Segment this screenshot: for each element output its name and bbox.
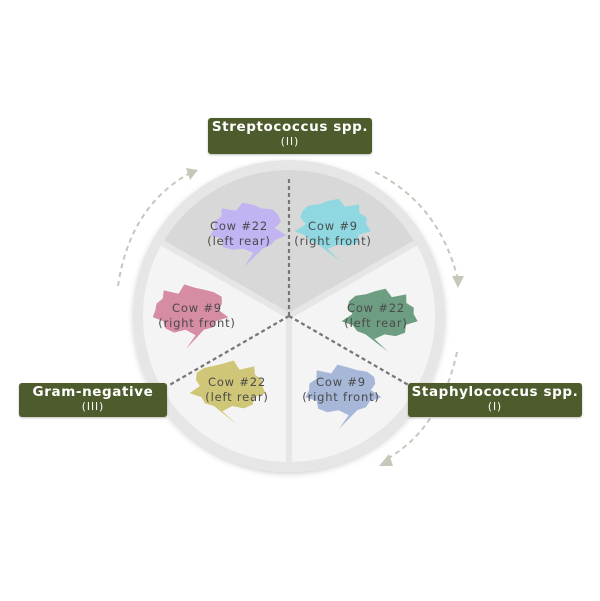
tag-gram-negative-name: Gram-negative [32,384,154,400]
tag-streptococcus-name: Streptococcus spp. [211,119,369,135]
sample-label-cow-staph-a: Cow #22 [347,301,405,315]
group-separator-1 [159,239,291,319]
arrowheads [186,168,464,466]
arrowhead-strep [186,168,198,180]
arrow-gram-to-strep [117,171,193,287]
tissue-sample-gram-a [189,360,266,424]
tissue-sample-strep-b [294,198,371,262]
sample-label-quarter-staph-a: (left rear) [344,316,407,330]
tissue-sample-strep-a [210,202,287,267]
sample-label-cow-gram-a: Cow #22 [208,375,266,389]
cycle-arrows [117,171,459,461]
sample-divider-2 [288,315,411,387]
tag-staphylococcus-name: Staphylococcus spp. [411,384,579,400]
sample-label-quarter-gram-a: (left rear) [205,390,268,404]
tag-streptococcus: Streptococcus spp. (II) [208,118,372,154]
sample-label-quarter-staph-b: (right front) [302,390,379,404]
arrowhead-staph [452,276,464,288]
sample-label-quarter-gram-b: (right front) [158,316,235,330]
sample-label-quarter-strep-a: (left rear) [207,234,270,248]
sample-label-cow-strep-a: Cow #22 [210,219,268,233]
tag-gram-negative: Gram-negative (III) [19,383,167,417]
sample-label-cow-strep-b: Cow #9 [308,219,358,233]
sample-label-quarter-strep-b: (right front) [294,234,371,248]
group-separator-2 [287,239,419,319]
tissue-sample-gram-b [152,284,229,349]
sample-label-cow-gram-b: Cow #9 [172,301,222,315]
arrow-staph-to-gram [384,351,458,461]
sample-divider-3 [167,315,290,387]
tissue-sample-staph-b [305,364,382,429]
tag-gram-negative-numeral: (III) [81,401,105,413]
tissue-sample-staph-a [341,288,418,352]
tag-streptococcus-numeral: (II) [280,136,300,148]
tag-staphylococcus: Staphylococcus spp. (I) [408,383,582,417]
arrowhead-gram [379,454,393,466]
sample-label-cow-staph-b: Cow #9 [316,375,366,389]
tag-staphylococcus-numeral: (I) [487,401,503,413]
